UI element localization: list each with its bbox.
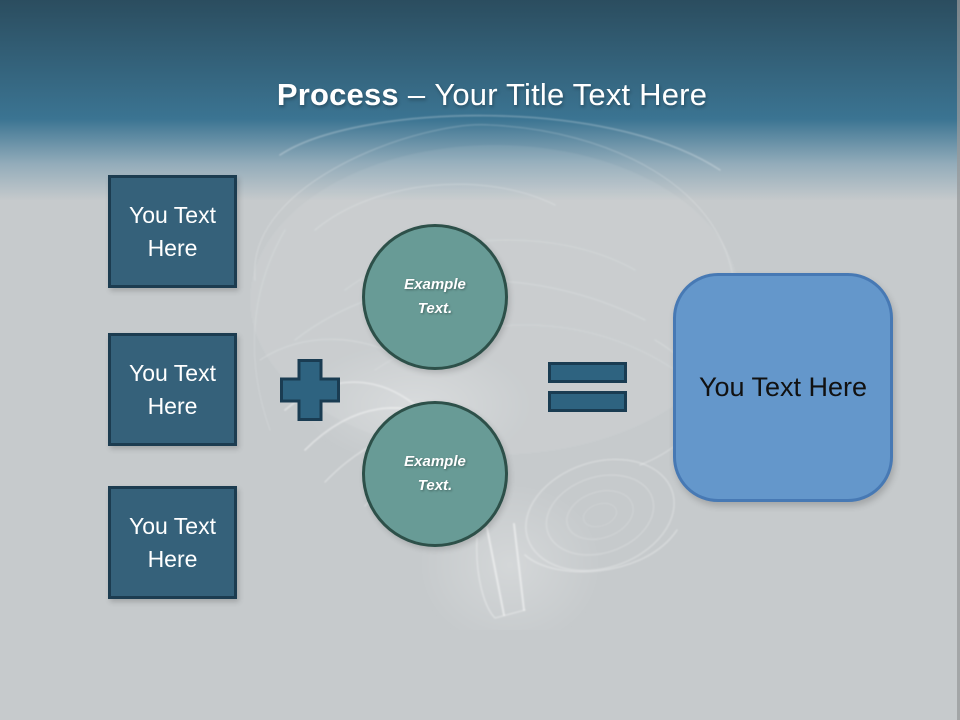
example-circle-2[interactable]: Example Text. [362,401,508,547]
equals-bottom-bar [548,391,627,412]
example-circle-1[interactable]: Example Text. [362,224,508,370]
equals-sign-icon [548,362,627,412]
title-separator: – [407,76,426,112]
slide-title[interactable]: Process – Your Title Text Here [12,77,960,113]
slide-right-edge [957,0,960,720]
input-box-1-label: You Text Here [129,201,216,261]
title-keyword: Process [276,76,399,112]
equals-top-bar [548,362,627,383]
input-box-1[interactable]: You Text Here [108,175,237,288]
input-box-2[interactable]: You Text Here [108,333,237,446]
example-circle-2-label: Example Text. [404,453,466,494]
input-box-3[interactable]: You Text Here [108,486,237,599]
title-text: Your Title Text Here [434,76,708,112]
example-circle-1-label: Example Text. [404,276,466,317]
input-box-3-label: You Text Here [129,512,216,572]
result-box-label: You Text Here [698,372,868,402]
input-box-2-label: You Text Here [129,359,216,419]
result-box[interactable]: You Text Here [673,273,893,502]
plus-sign-icon [280,359,340,421]
